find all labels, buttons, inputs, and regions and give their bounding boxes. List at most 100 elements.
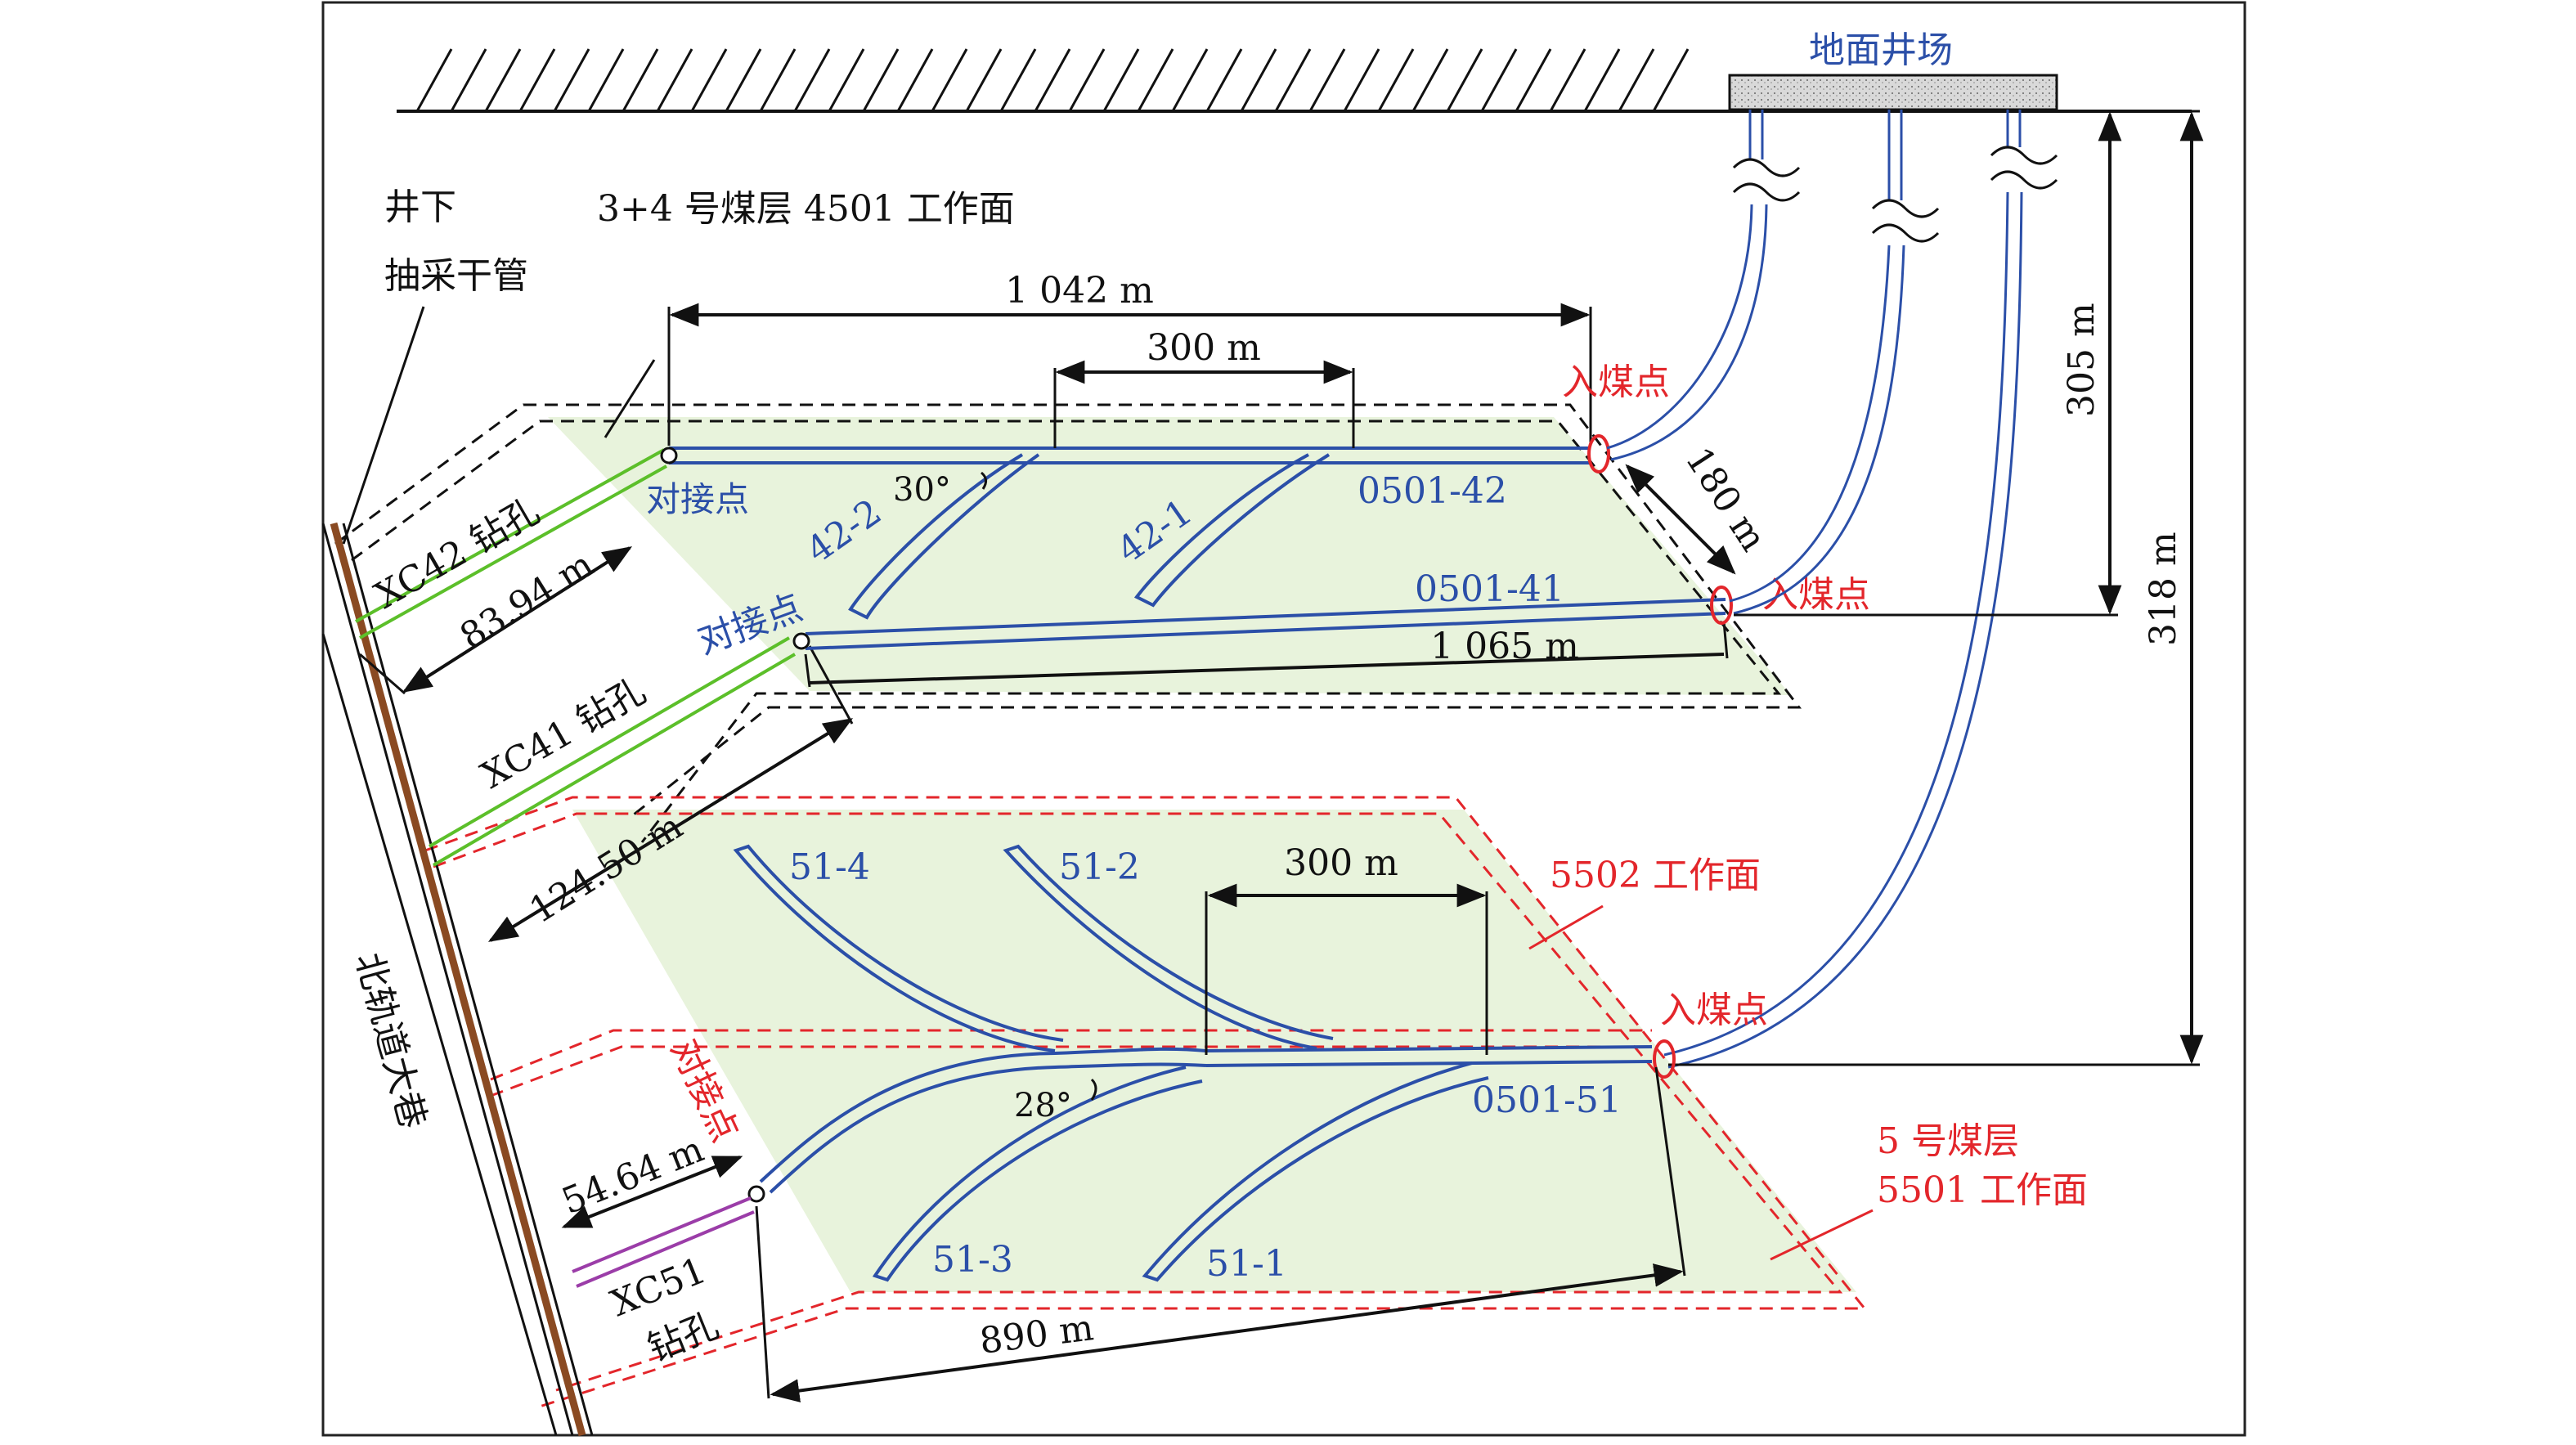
- ground-hatch-mark: [1377, 48, 1415, 112]
- north-roadway: [321, 522, 594, 1437]
- ground-hatch-mark: [725, 48, 762, 112]
- angle-30-arc: [980, 471, 987, 490]
- upper-seam-title: 3+4 号煤层 4501 工作面: [597, 188, 1015, 230]
- entry-point-51: [1653, 1039, 1676, 1079]
- dim-1065: [809, 653, 1725, 684]
- dist-180: 180 m: [1677, 440, 1775, 559]
- ground-hatch-mark: [484, 48, 522, 112]
- face-5501-leader: [1770, 1209, 1874, 1261]
- ground-hatch-mark: [931, 48, 968, 112]
- ground-hatch-mark: [862, 48, 900, 112]
- ground-hatch-mark: [1583, 48, 1621, 112]
- ground-hatch-mark: [1068, 48, 1106, 112]
- figure-frame: [321, 1, 2246, 1437]
- xc41-dimension: [487, 718, 854, 942]
- face-5502-leader: [1528, 904, 1604, 950]
- len-1065: 1 065 m: [1430, 626, 1579, 667]
- ground-hatch-mark: [759, 48, 797, 112]
- angle-30: 30°: [893, 471, 951, 509]
- depth-318: 318 m: [2143, 532, 2184, 646]
- ground-hatch-mark: [793, 48, 831, 112]
- docking-point-42-label: 对接点: [646, 479, 749, 519]
- face-5501-label-1: 5 号煤层: [1877, 1120, 2019, 1162]
- roadway-label: 北轨道大巷: [347, 949, 433, 1133]
- ground-surface: [397, 48, 2192, 113]
- ground-hatch-mark: [415, 48, 453, 112]
- ground-hatch-mark: [450, 48, 487, 112]
- branch-51-4: 51-4: [789, 846, 870, 888]
- well-site-block: [1728, 74, 2058, 111]
- ground-hatch-mark: [690, 48, 728, 112]
- entry-point-42: [1587, 434, 1610, 473]
- dim-890: [770, 1263, 1684, 1402]
- underground-pipe-leader: [342, 306, 425, 545]
- well-0501-51-label: 0501-51: [1472, 1079, 1622, 1121]
- underground-pipe-label-2: 抽采干管: [384, 255, 528, 297]
- spacing-300-upper: 300 m: [1147, 327, 1261, 369]
- ground-hatch-mark: [1034, 48, 1071, 112]
- ground-hatch-mark: [1618, 48, 1655, 112]
- face-5502-label: 5502 工作面: [1550, 855, 1761, 896]
- well-0501-42-label: 0501-42: [1358, 470, 1507, 512]
- branch-51-2: 51-2: [1059, 846, 1140, 888]
- dim-1065-ext-right: [1722, 621, 1729, 659]
- docking-point-51: [747, 1185, 765, 1203]
- dim-180: [1625, 464, 1736, 575]
- ground-hatch-mark: [1343, 48, 1380, 112]
- entry-point-41: [1710, 586, 1733, 625]
- xc51-distance: 54.64 m: [556, 1129, 710, 1223]
- ground-hatch-mark: [656, 48, 693, 112]
- ground-hatch-mark: [1411, 48, 1449, 112]
- well-site-label: 地面井场: [1809, 29, 1953, 71]
- well-0501-51-path: [733, 844, 1653, 1282]
- ground-hatch-mark: [1274, 48, 1312, 112]
- ground-hatch-mark: [1137, 48, 1174, 112]
- ground-hatch-mark: [1652, 48, 1690, 112]
- ground-hatch-mark: [518, 48, 556, 112]
- upper-seam-fill: [548, 417, 1791, 695]
- ground-hatch-mark: [896, 48, 934, 112]
- ground-hatch-mark: [1171, 48, 1209, 112]
- branch-51-3: 51-3: [932, 1239, 1013, 1281]
- ground-hatch-mark: [622, 48, 659, 112]
- angle-28-arc: [1090, 1078, 1097, 1101]
- dim-890-ext-left: [755, 1205, 770, 1399]
- len-1042: 1 042 m: [1005, 270, 1154, 312]
- entry-point-51-label: 入煤点: [1660, 990, 1768, 1031]
- docking-point-42: [660, 447, 678, 464]
- ground-hatch-mark: [1205, 48, 1243, 112]
- well-0501-41-path: [805, 598, 1726, 650]
- xc42-dim-ext: [359, 653, 406, 695]
- ground-hatch-mark: [553, 48, 590, 112]
- underground-pipe-label-1: 井下: [384, 186, 456, 228]
- xc51-label-2: 钻孔: [642, 1304, 725, 1370]
- xc42-dimension: [402, 546, 633, 693]
- branch-51-1: 51-1: [1206, 1243, 1287, 1285]
- ground-hatch-mark: [1240, 48, 1277, 112]
- xc41-dim-ext: [808, 645, 854, 725]
- depth-305: 305 m: [2061, 303, 2103, 417]
- ground-hatch-mark: [1446, 48, 1483, 112]
- angle-28: 28°: [1014, 1087, 1072, 1124]
- xc51-dimension: [561, 1156, 743, 1228]
- upper-seam-leader: [604, 359, 656, 438]
- docking-point-41: [792, 632, 810, 650]
- ground-hatch-mark: [1308, 48, 1346, 112]
- ground-hatch-mark: [999, 48, 1037, 112]
- ground-hatch-mark: [1515, 48, 1552, 112]
- surface-well-pipes: [1606, 110, 2023, 1069]
- spacing-300-lower: 300 m: [1284, 842, 1398, 884]
- ground-hatch-mark: [828, 48, 865, 112]
- face-5501-label-2: 5501 工作面: [1877, 1169, 2088, 1211]
- ground-hatch-mark: [1549, 48, 1586, 112]
- entry-point-42-label: 入煤点: [1562, 361, 1670, 403]
- ground-hatch-mark: [587, 48, 625, 112]
- dim-890-ext-right: [1654, 1066, 1686, 1277]
- dim-1065-ext-left: [804, 653, 811, 688]
- ground-hatch-mark: [1480, 48, 1518, 112]
- pipe-break-marks: [1732, 146, 2058, 243]
- well-0501-42-path: [669, 447, 1591, 620]
- ground-hatch-mark: [965, 48, 1003, 112]
